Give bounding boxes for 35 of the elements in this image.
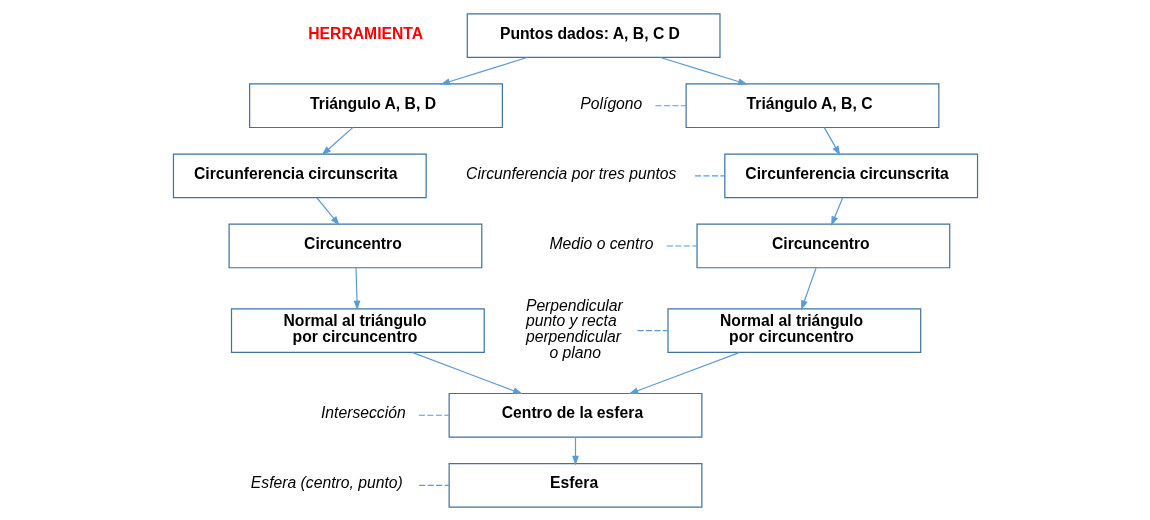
node-box: Triángulo A, B, C <box>685 82 939 128</box>
connector <box>636 329 668 331</box>
arrow <box>830 196 843 226</box>
label: HERRAMIENTA <box>307 24 423 41</box>
node-text: Medio o centro <box>549 234 653 252</box>
connector <box>693 174 725 176</box>
node-box: Normal al triángulo por circuncentro <box>666 307 921 353</box>
arrow <box>823 126 840 156</box>
arrow <box>411 351 523 394</box>
arrow <box>571 436 579 465</box>
node-text: Circunferencia por tres puntos <box>465 164 676 182</box>
arrow <box>800 266 817 310</box>
node-text: Polígono <box>579 94 642 112</box>
connector <box>418 484 450 486</box>
node-box: Normal al triángulo por circuncentro <box>230 307 485 353</box>
arrow <box>315 196 340 226</box>
node-box: Circuncentro <box>227 223 482 268</box>
connector <box>654 104 687 106</box>
node-box: Esfera <box>448 462 702 508</box>
arrow <box>659 56 748 85</box>
connector <box>417 414 449 416</box>
node-box: Triángulo A, B, D <box>248 82 503 128</box>
node-box: Circunferencia circunscrita <box>172 153 427 198</box>
node-text: Intersección <box>320 403 406 421</box>
arrow <box>439 56 528 85</box>
node-box: Circunferencia circunscrita <box>723 153 978 198</box>
arrow <box>321 126 353 155</box>
arrow <box>353 266 360 310</box>
node-text: Esfera (centro, punto) <box>250 473 403 491</box>
node-box: Circuncentro <box>695 223 950 268</box>
connector <box>665 244 697 247</box>
arrow <box>628 351 740 394</box>
node-box: Puntos dados: A, B, C D <box>466 12 721 58</box>
node-box: Centro de la esfera <box>448 392 702 438</box>
node-text: Perpendicular punto y recta perpendicular o plano <box>525 296 623 361</box>
